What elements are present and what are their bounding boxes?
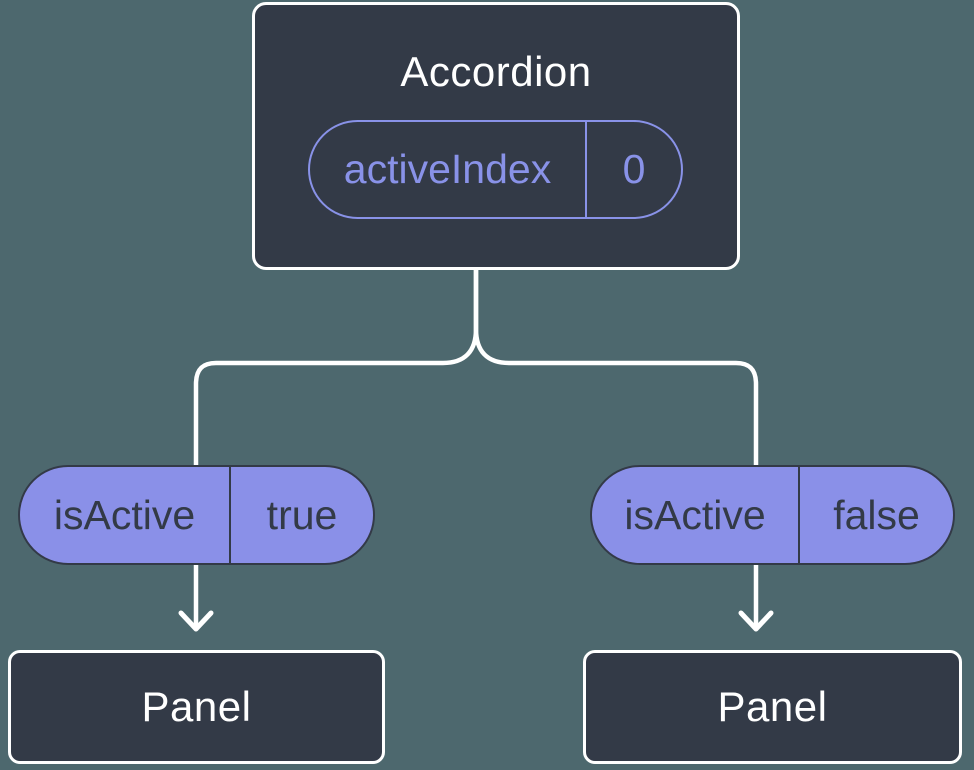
prop-value-label: true (266, 491, 338, 538)
arrow-down-icon (178, 610, 214, 632)
panel-title: Panel (717, 683, 828, 730)
prop-value-label: false (833, 491, 920, 538)
connector-right-branch (473, 261, 759, 630)
state-value-label: 0 (622, 146, 646, 192)
component-box-accordion: Accordion activeIndex 0 (252, 2, 740, 270)
prop-pill-right: isActive false (590, 465, 955, 565)
arrow-down-icon (738, 610, 774, 632)
prop-pill-left: isActive true (18, 465, 375, 565)
connector-left-branch (193, 261, 479, 630)
component-box-panel-right: Panel (583, 650, 962, 764)
accordion-title: Accordion (400, 48, 592, 95)
panel-title: Panel (141, 683, 252, 730)
prop-name-label: isActive (592, 467, 800, 563)
state-pill: activeIndex 0 (308, 120, 683, 219)
state-name-label: activeIndex (310, 122, 587, 217)
component-box-panel-left: Panel (8, 650, 385, 764)
prop-name-label: isActive (20, 467, 231, 563)
